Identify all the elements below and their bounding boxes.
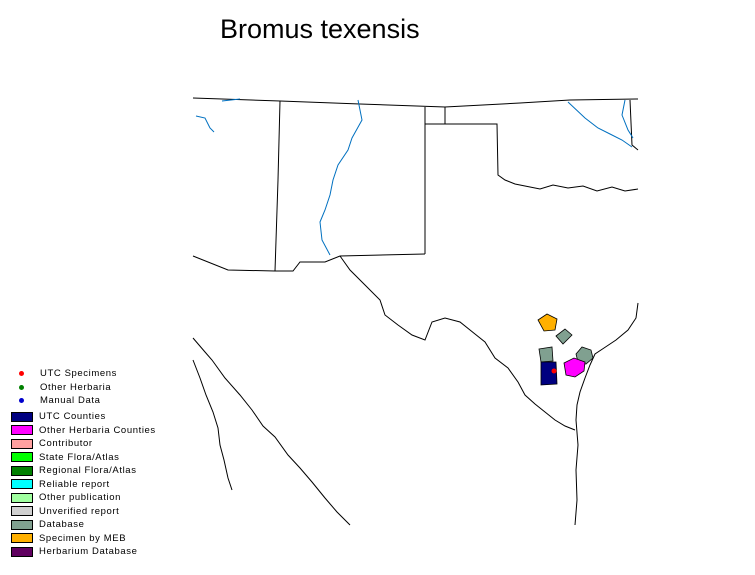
- legend-label: Regional Flora/Atlas: [39, 465, 137, 477]
- county-specimen-by-meb: [537, 313, 558, 332]
- legend-item-other-herbaria-counties: Other Herbaria Counties: [11, 424, 156, 438]
- utc-specimen-dot: [551, 368, 557, 374]
- us-mexico-border: [339, 255, 576, 431]
- legend-label: Other publication: [39, 492, 122, 504]
- legend-item-contributor: Contributor: [11, 437, 156, 451]
- northwest-river: [195, 98, 241, 133]
- legend-label: UTC Counties: [39, 411, 106, 423]
- color-swatch: [11, 411, 33, 422]
- point-legend: UTC Specimens Other Herbaria Manual Data: [14, 367, 117, 408]
- color-swatch: [11, 452, 33, 463]
- color-swatch: [11, 533, 33, 544]
- baja-california-coast: [192, 359, 233, 491]
- legend-label: Manual Data: [40, 395, 101, 407]
- legend-item-unverified-report: Unverified report: [11, 505, 156, 519]
- color-swatch: [11, 425, 33, 436]
- color-swatch: [11, 479, 33, 490]
- legend-label: State Flora/Atlas: [39, 451, 120, 463]
- legend-label: Specimen by MEB: [39, 532, 127, 544]
- county-database-2: [538, 346, 554, 363]
- legend-item-manual-data: Manual Data: [14, 394, 117, 408]
- color-swatch: [11, 438, 33, 449]
- color-swatch: [11, 519, 33, 530]
- color-swatch: [11, 492, 33, 503]
- state-line-ar: [629, 99, 639, 151]
- legend-item-other-herbaria: Other Herbaria: [14, 381, 117, 395]
- legend-label: Reliable report: [39, 478, 110, 490]
- county-utc: [540, 361, 558, 386]
- legend-item-state-flora-atlas: State Flora/Atlas: [11, 451, 156, 465]
- color-swatch: [11, 506, 33, 517]
- state-line-az-nm: [274, 100, 281, 272]
- red-dot-icon: [19, 371, 24, 377]
- legend-label: Database: [39, 519, 85, 531]
- green-dot-icon: [19, 384, 24, 390]
- legend-label: Unverified report: [39, 505, 120, 517]
- arkansas-river: [567, 99, 634, 148]
- color-swatch: [11, 465, 33, 476]
- county-other-herbaria: [563, 357, 586, 378]
- state-line-ok-tx: [425, 123, 639, 192]
- county-database-1: [555, 328, 573, 345]
- legend-label: Contributor: [39, 438, 93, 450]
- legend-label: Herbarium Database: [39, 546, 138, 558]
- legend-item-utc-counties: UTC Counties: [11, 410, 156, 424]
- color-swatch: [11, 546, 33, 557]
- legend-item-database: Database: [11, 518, 156, 532]
- legend-item-other-publication: Other publication: [11, 491, 156, 505]
- blue-dot-icon: [19, 398, 24, 404]
- legend-label: Other Herbaria Counties: [39, 424, 156, 436]
- legend-item-herbarium-database: Herbarium Database: [11, 545, 156, 559]
- legend-label: UTC Specimens: [40, 368, 117, 380]
- state-line-nm-tx-south: [192, 253, 426, 272]
- area-legend: UTC Counties Other Herbaria Counties Con…: [11, 410, 156, 559]
- legend-item-specimen-by-meb: Specimen by MEB: [11, 532, 156, 546]
- rio-grande-river: [319, 99, 363, 256]
- legend-label: Other Herbaria: [40, 381, 112, 393]
- legend-item-regional-flora-atlas: Regional Flora/Atlas: [11, 464, 156, 478]
- legend-item-utc-specimens: UTC Specimens: [14, 367, 117, 381]
- legend-item-reliable-report: Reliable report: [11, 478, 156, 492]
- texas-gulf-coast: [574, 302, 639, 526]
- map-title: Bromus texensis: [220, 14, 420, 44]
- sonora-coast: [192, 337, 351, 526]
